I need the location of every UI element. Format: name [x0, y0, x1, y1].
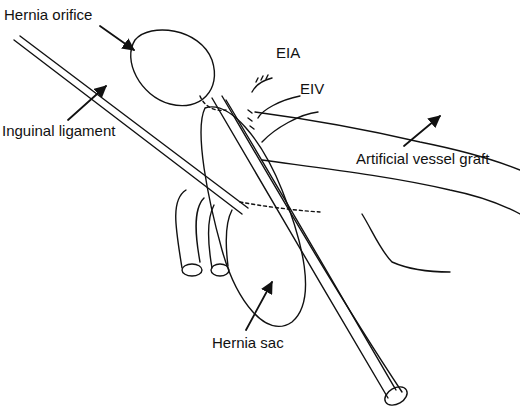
anastomosis — [252, 78, 272, 92]
hernia-orifice — [131, 30, 215, 106]
tissue-edge — [362, 214, 450, 272]
vessel-line — [262, 112, 318, 142]
leader-arrow — [100, 26, 134, 50]
hernia-sac — [201, 107, 305, 326]
retractor — [176, 190, 204, 268]
vessel-line — [258, 96, 300, 118]
part-label: Hernia orifice — [4, 6, 92, 24]
hidden-edge — [200, 96, 226, 110]
part-label: Artificial vessel graft — [356, 150, 489, 168]
retractor — [209, 205, 233, 268]
spermatic-cord — [212, 98, 388, 398]
suture-marks — [248, 110, 254, 129]
leader-arrow — [404, 116, 440, 146]
leader-arrow — [246, 282, 272, 330]
part-label: Inguinal ligament — [2, 122, 115, 140]
retractor-end — [211, 264, 229, 276]
hidden-edge — [240, 202, 320, 212]
part-label: Hernia sac — [212, 334, 284, 352]
leader-arrow — [68, 86, 106, 120]
cord-end — [382, 383, 411, 409]
suture-marks — [256, 75, 268, 82]
part-label: EIA — [276, 44, 300, 62]
retractor-end — [182, 264, 202, 276]
vessel-graft — [255, 112, 520, 170]
vessel-graft — [262, 160, 520, 214]
part-label: EIV — [300, 80, 324, 98]
